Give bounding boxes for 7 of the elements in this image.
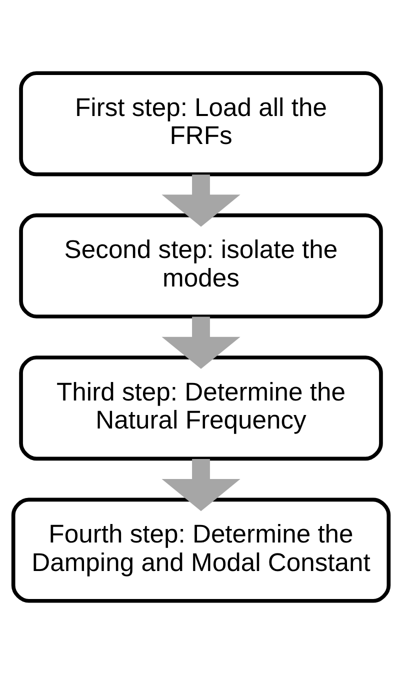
arrow (162, 174, 240, 226)
arrow (162, 458, 240, 511)
node-box: Third step: Determine the Natural Frequency (19, 355, 383, 460)
node-box: Fourth step: Determine the Damping and Modal Constant (11, 497, 391, 602)
node-box: First step: Load all the FRFs (19, 70, 383, 176)
arrow (162, 316, 240, 368)
node-box: Second step: isolate the modes (19, 212, 383, 318)
